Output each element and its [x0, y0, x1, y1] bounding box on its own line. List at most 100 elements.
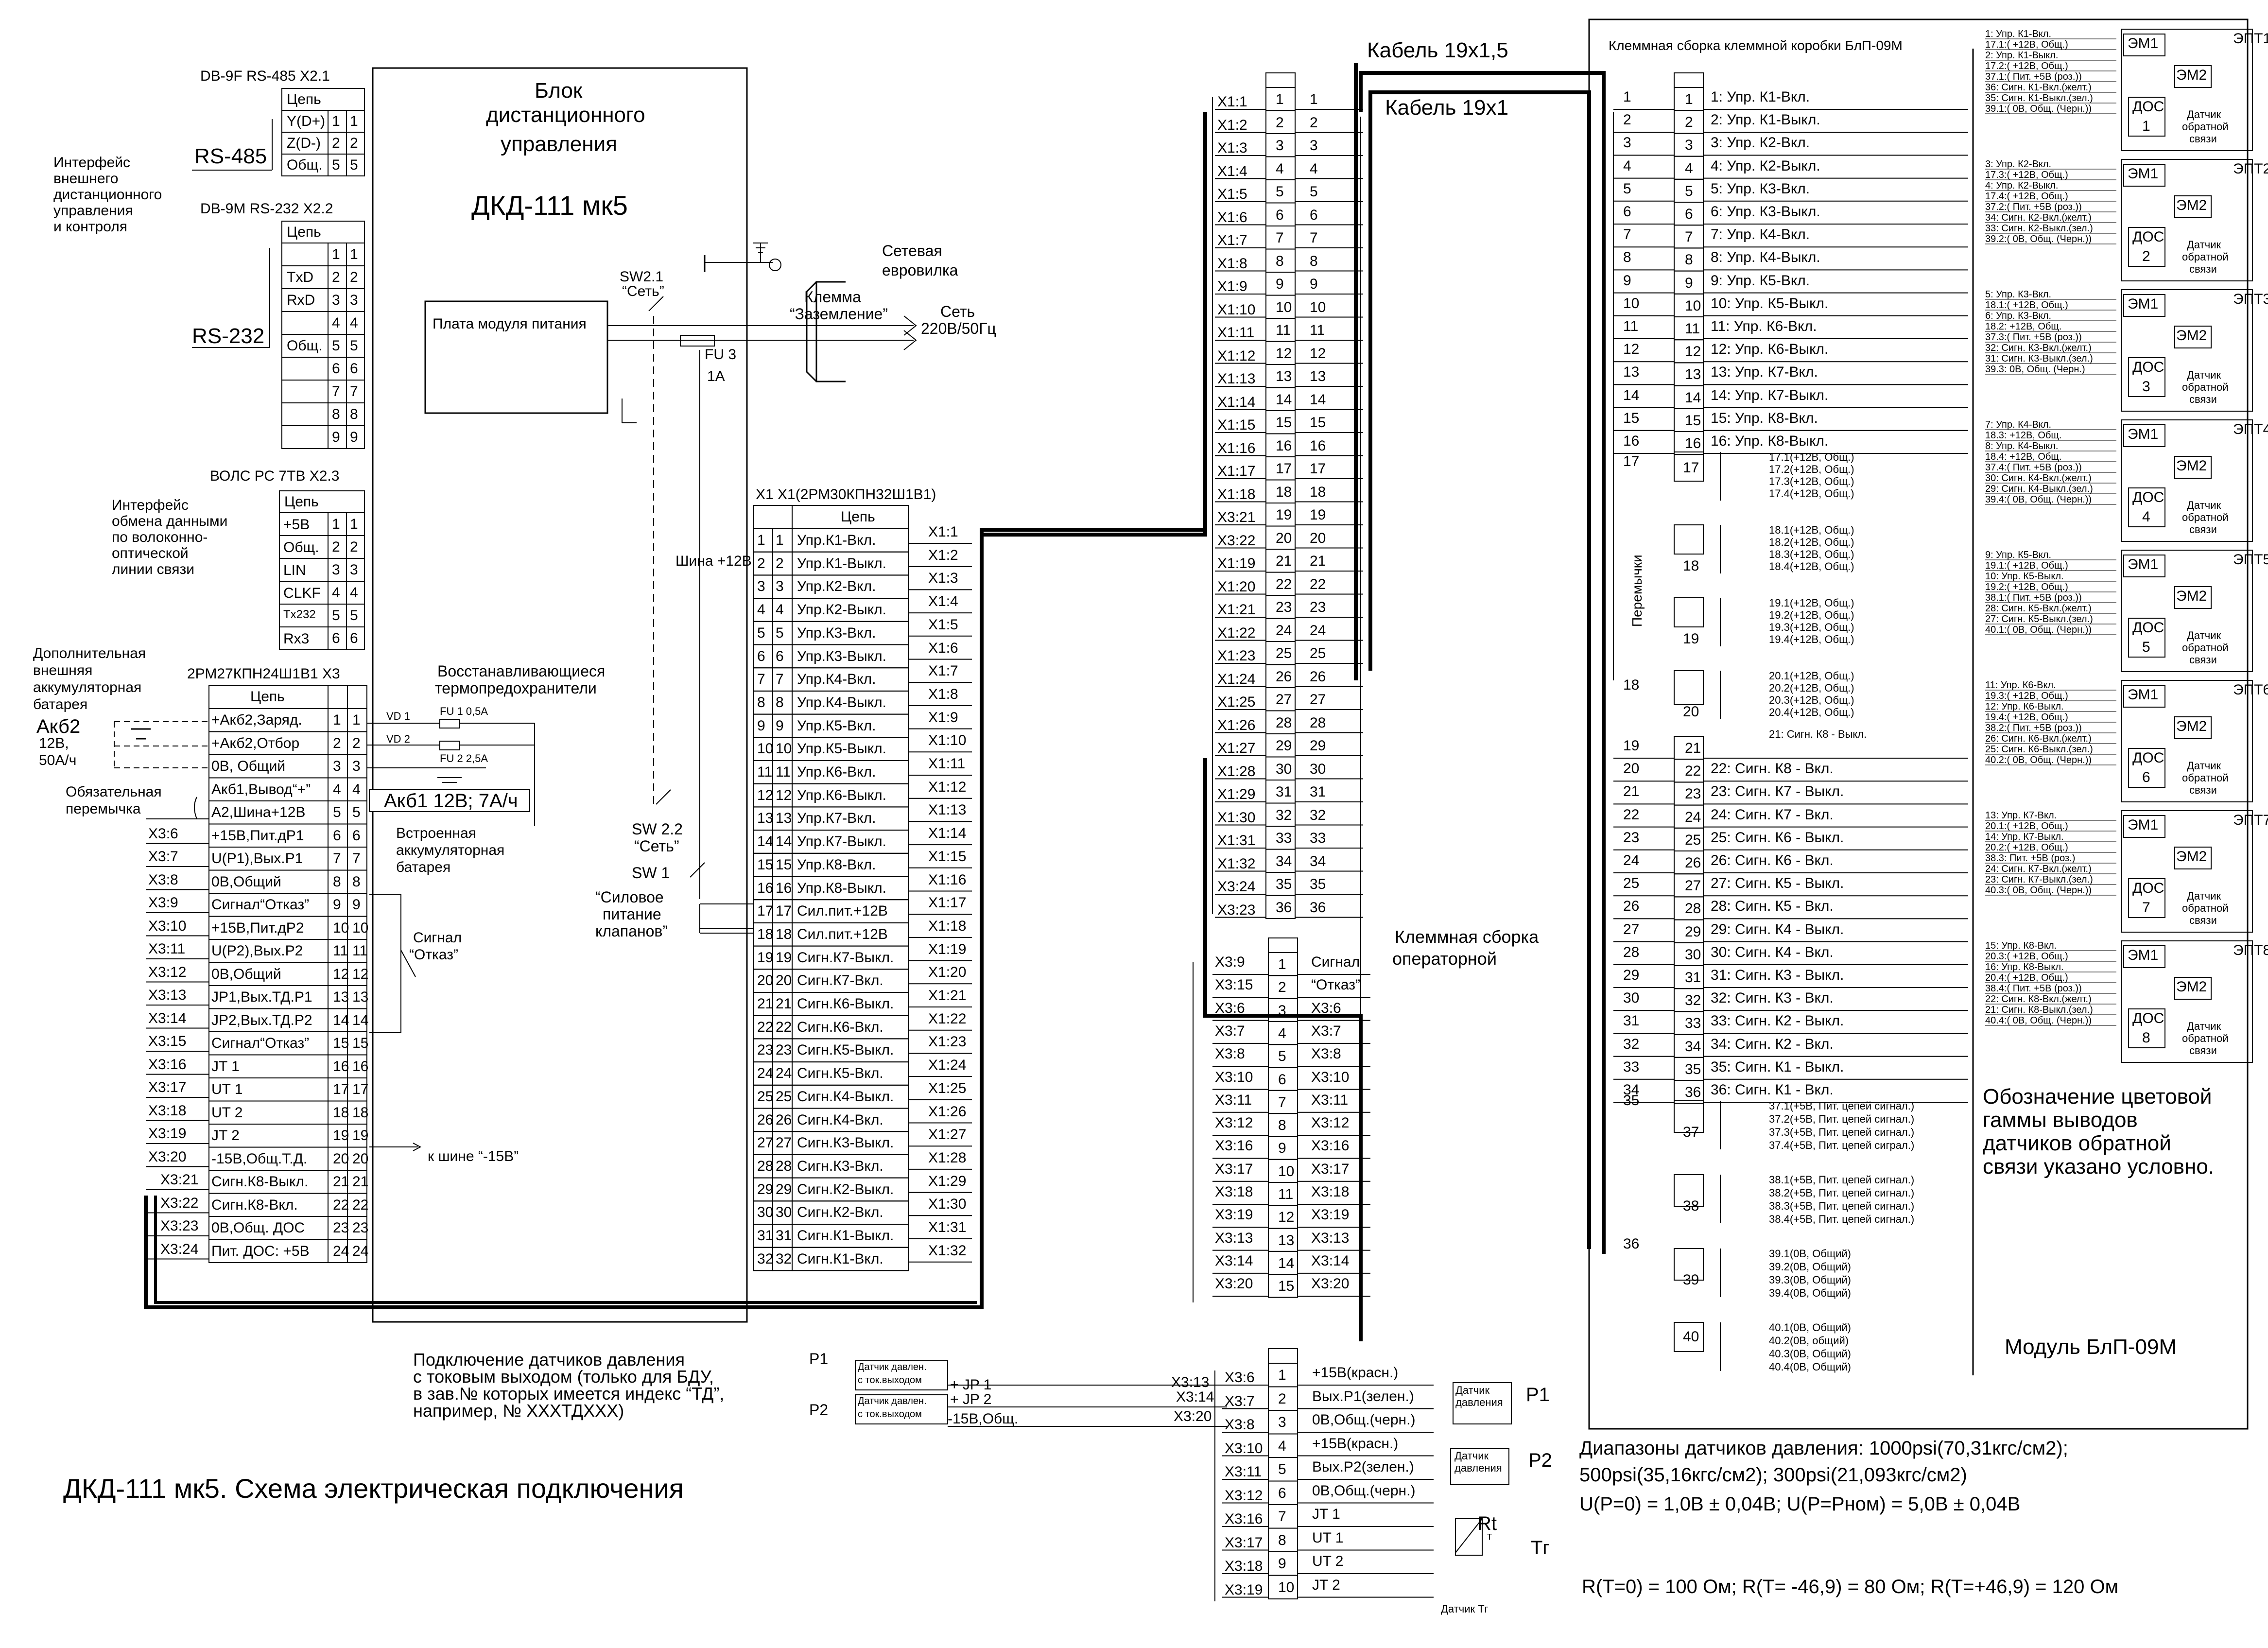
ept-line: 9: Упр. К5-Вкл. [1985, 550, 2052, 560]
sens-dst: JT 1 [1312, 1506, 1340, 1522]
x3-ext: X3:15 [148, 1033, 187, 1049]
fb-l1: Датчик [2187, 890, 2221, 902]
x3-ext: X3:12 [148, 964, 187, 980]
fb-l2: обратной [2182, 642, 2229, 654]
sw21-sub: “Сеть” [622, 283, 664, 299]
grp-item: 19.3(+12В, Общ.) [1769, 621, 1854, 633]
op2-dst: X3:12 [1311, 1115, 1350, 1131]
x1-signal: Упр.К3-Выкл. [797, 648, 886, 664]
grp-num: 18 [1683, 558, 1699, 574]
module-name: Модуль БлП-09М [2005, 1335, 2177, 1359]
grp-item: 20.1(+12В, Общ.) [1769, 670, 1854, 682]
fu2: FU 2 2,5A [440, 752, 488, 764]
akb2-v: 12В, [39, 735, 69, 751]
x1-signal: Упр.К2-Выкл. [797, 602, 886, 618]
x1-pin-num: 16 [776, 880, 792, 896]
fu1-box [439, 719, 460, 729]
x1-pin-num: 2 [757, 555, 765, 572]
grp-item: 40.2(0В, общий) [1769, 1335, 1849, 1347]
em2: ЭМ2 [2176, 67, 2207, 83]
mod-term [1674, 431, 1704, 455]
x1-signal: Сигн.К1-Выкл. [797, 1228, 894, 1244]
x1-signal: Сигн.К3-Вкл. [797, 1158, 883, 1174]
x1-signal: Упр.К2-Вкл. [797, 578, 876, 595]
module-frame [1588, 18, 2249, 1430]
ept-line: 34: Сигн. К2-Вкл.(желт.) [1985, 212, 2092, 223]
ept-line: 30: Сигн. К4-Вкл.(желт.) [1985, 473, 2092, 484]
sig-signal: 35: Сигн. К1 - Выкл. [1711, 1058, 1844, 1075]
x3-signal: U(P1),Вых.Р1 [211, 850, 303, 867]
x3-signal: UT 2 [211, 1104, 243, 1121]
op2-src: X3:16 [1215, 1138, 1253, 1154]
valves-l1: “Силовое [595, 888, 664, 906]
mod-signal: 16: Упр. К8-Выкл. [1711, 433, 1829, 449]
x3-pin-num: 4 [352, 781, 361, 798]
x1-ext: X1:12 [928, 779, 967, 795]
akb1-box [369, 789, 530, 812]
grp-item: 37.1(+5В, Пит. цепей сигнал.) [1769, 1100, 1915, 1112]
dos-box [2128, 357, 2165, 397]
ept-line: 28: Сигн. К5-Вкл.(желт.) [1985, 603, 2092, 614]
x3-pin-num: 24 [333, 1243, 349, 1259]
mod-pin: 15 [1685, 412, 1701, 429]
grp-item: 39.4(0В, Общий) [1769, 1287, 1851, 1299]
x1-signal: Упр.К1-Выкл. [797, 555, 886, 572]
em2-box [2174, 847, 2212, 869]
x1-pin-num: 28 [776, 1158, 792, 1174]
x3-pin-num: 23 [352, 1220, 369, 1236]
dos-num: 1 [2142, 118, 2150, 134]
sens-term [1268, 1575, 1298, 1599]
x1-pin-num: 32 [776, 1250, 792, 1267]
x3-pin-num: 6 [333, 827, 341, 844]
op-dst: 12 [1310, 345, 1326, 362]
x1-signal: Упр.К7-Выкл. [797, 833, 886, 850]
x3-pin-num: 3 [352, 758, 361, 774]
x22-pin-num: 9 [350, 429, 358, 445]
grp-num: 20 [1683, 704, 1699, 720]
x23-pin-num: 4 [350, 585, 358, 601]
fb-l3: связи [2189, 784, 2217, 796]
x23-pin-num: 4 [332, 585, 340, 601]
unit-block [372, 67, 748, 1323]
x3-pin-num: 19 [333, 1128, 349, 1144]
x1-ext: X1:3 [928, 570, 958, 587]
x1-ext: X1:10 [928, 732, 967, 749]
op2-pin: 10 [1278, 1163, 1295, 1180]
rt-sensor [1455, 1518, 1483, 1556]
ept-line: 18.4: +12В, Общ. [1985, 451, 2062, 462]
sig-src: 32 [1623, 1036, 1640, 1052]
x3-signal: +15В,Пит.дР2 [211, 919, 304, 936]
em2-box [2174, 326, 2212, 348]
x1-ext: X1:18 [928, 918, 967, 934]
x3-ext: X3:18 [148, 1102, 187, 1119]
vd1: VD 1 [386, 710, 410, 722]
x3-pin-num: 18 [352, 1104, 369, 1121]
op-src: X1:23 [1217, 648, 1256, 664]
x22-cell [281, 311, 329, 335]
x1-pin-num: 7 [757, 671, 765, 688]
x1-pin-num: 22 [757, 1019, 774, 1035]
x1-signal: Сигн.К2-Вкл. [797, 1204, 883, 1221]
op-src: X1:32 [1217, 855, 1256, 872]
ept-line: 27: Сигн. К5-Выкл.(зел.) [1985, 614, 2093, 625]
op-dst: 21 [1310, 553, 1326, 569]
ept-line: 22: Сигн. К8-Вкл.(желт.) [1985, 994, 2092, 1005]
grp-item: 20.4(+12В, Общ.) [1769, 706, 1854, 718]
sens-pin: 7 [1278, 1509, 1286, 1525]
sens-src: X3:10 [1225, 1440, 1263, 1457]
p2-sensor-l2: давления [1454, 1462, 1502, 1474]
ept-frame [2121, 680, 2253, 802]
ept-line: 39.1:( 0В, Общ. (Черн.)) [1985, 104, 2092, 114]
x22-cell [281, 243, 329, 266]
fb-l1: Датчик [2187, 369, 2221, 381]
cp2: P2 [809, 1401, 829, 1419]
x3-ext: X3:21 [160, 1172, 199, 1188]
x22-pin-num: 5 [332, 338, 340, 354]
x1-pin-num: 21 [776, 996, 792, 1012]
op2-src: X3:20 [1215, 1276, 1253, 1292]
ept-frame [2121, 289, 2253, 412]
dos-num: 6 [2142, 769, 2150, 785]
ranges-l3: U(P=0) = 1,0В ± 0,04В; U(P=Pном) = 5,0В … [1579, 1493, 2021, 1515]
mod-pin: 5 [1685, 183, 1693, 199]
x1-ext: X1:27 [928, 1127, 967, 1143]
